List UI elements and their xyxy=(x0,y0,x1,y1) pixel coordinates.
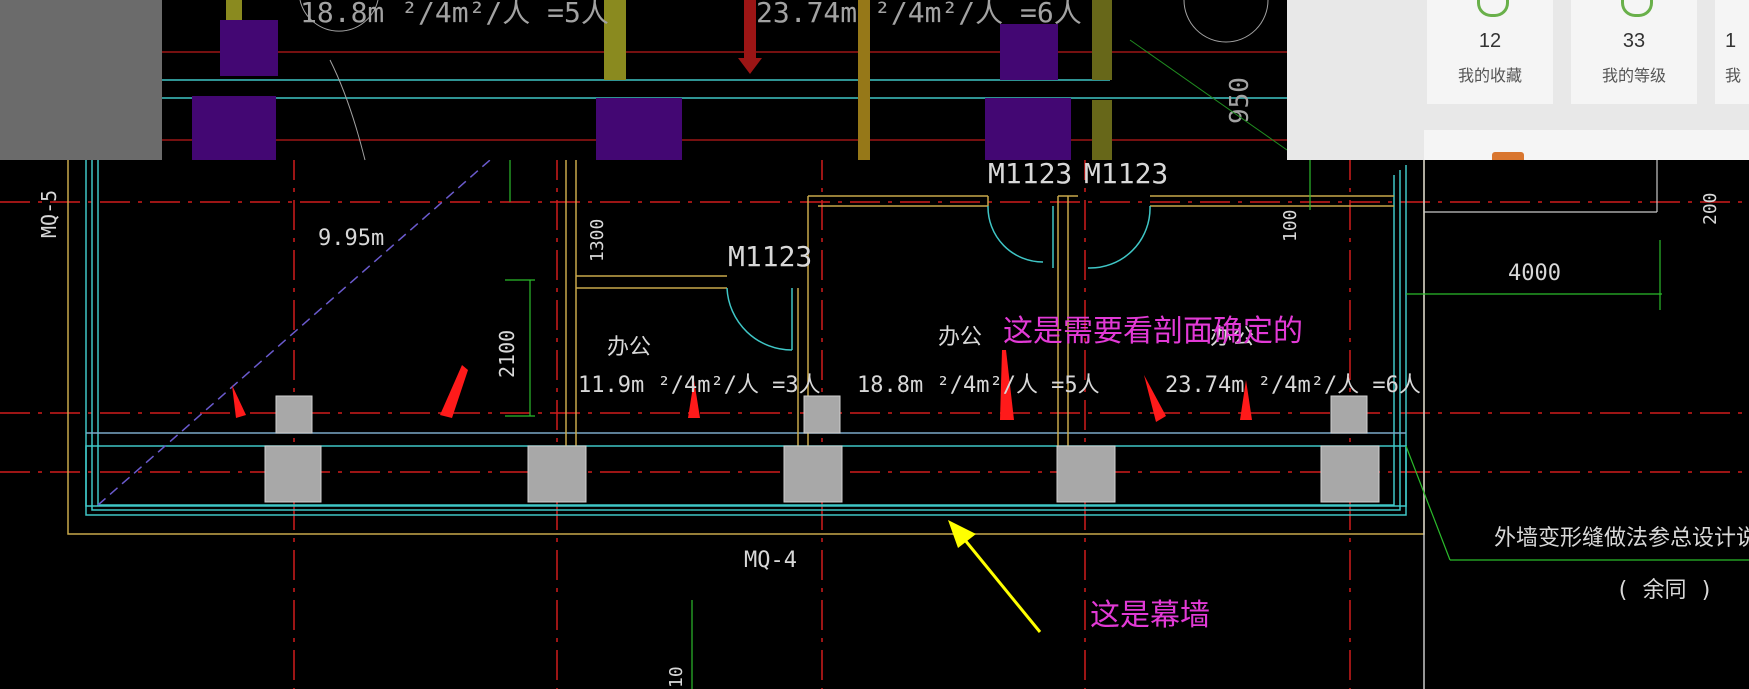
diagonal-dash xyxy=(97,159,491,506)
column-small-2 xyxy=(803,395,841,434)
label-office-b: 办公 xyxy=(938,325,982,350)
doors xyxy=(726,205,1151,351)
door-swing-a xyxy=(726,287,793,351)
label-area-b: 18.8m ²/4m²/人 =5人 xyxy=(857,373,1100,398)
favorites-icon xyxy=(1477,0,1509,17)
purple-block-5 xyxy=(985,98,1071,160)
column-4 xyxy=(1056,445,1116,503)
label-10: 10 xyxy=(666,666,687,688)
column-1 xyxy=(264,445,322,503)
left-overlay xyxy=(0,0,162,160)
purple-block-3 xyxy=(596,98,682,160)
yellow-post-1 xyxy=(226,0,242,20)
column-2 xyxy=(527,445,587,503)
level-card[interactable]: 33 我的等级 xyxy=(1571,0,1697,104)
top-green-diag xyxy=(1129,39,1288,151)
section-annotation: 这是需要看剖面确定的 xyxy=(1003,314,1303,349)
yellow-arrow-head xyxy=(948,520,976,548)
curtain-wall-band xyxy=(85,445,1407,507)
label-200: 200 xyxy=(1700,192,1721,225)
favorites-label: 我的收藏 xyxy=(1457,66,1522,85)
label-office-a: 办公 xyxy=(607,335,651,360)
column-5 xyxy=(1320,445,1380,503)
badge-icon xyxy=(1492,152,1524,160)
top-circle-a xyxy=(299,0,379,32)
favorites-count: 12 xyxy=(1478,30,1502,52)
level-label: 我的等级 xyxy=(1601,66,1666,85)
favorites-card[interactable]: 12 我的收藏 xyxy=(1427,0,1553,104)
third-label: 我 xyxy=(1725,66,1742,85)
column-3 xyxy=(783,445,843,503)
label-995: 9.95m xyxy=(318,226,384,251)
wall-inner xyxy=(97,160,1395,506)
third-card[interactable]: 1 我 xyxy=(1715,0,1749,104)
yellow-post-3 xyxy=(858,0,870,160)
red-arrow-3 xyxy=(688,380,700,418)
label-2100: 2100 xyxy=(495,330,519,378)
column-small-1 xyxy=(275,395,313,434)
yellow-arrow-shaft xyxy=(958,533,1042,633)
top-circle-b xyxy=(1183,0,1269,43)
purple-block-2 xyxy=(192,96,276,160)
purple-block-4 xyxy=(1000,24,1058,80)
label-ext-note: 外墙变形缝做法参总设计说明 xyxy=(1494,526,1749,551)
level-count: 33 xyxy=(1622,30,1646,52)
red-arrow-top xyxy=(744,0,756,60)
label-4000: 4000 xyxy=(1508,261,1561,286)
door-swing-c xyxy=(1087,205,1151,269)
top-area-a: 18.8m ²/4m²/人 =5人 xyxy=(300,0,609,29)
wall-outer xyxy=(85,160,1407,516)
label-door-b: M1123 xyxy=(988,157,1072,190)
red-arrow-2 xyxy=(440,365,468,418)
red-arrow-1 xyxy=(232,385,246,418)
yellow-post-5 xyxy=(1092,100,1112,160)
yellow-post-2 xyxy=(604,0,626,80)
red-arrow-4 xyxy=(1000,350,1014,420)
wall-mid xyxy=(91,160,1401,511)
label-mq5: MQ-5 xyxy=(37,190,61,238)
yellow-post-4 xyxy=(1092,0,1112,80)
leader-line-1 xyxy=(1405,445,1451,561)
dimension-lines xyxy=(505,160,1749,689)
top-dim-950: 950 xyxy=(1225,77,1255,124)
column-small-3 xyxy=(1330,395,1368,434)
label-1300: 1300 xyxy=(587,219,608,262)
red-arrow-top-head xyxy=(738,58,762,74)
top-overlay-drawing: 18.8m ²/4m²/人 =5人 23.74m ²/4m²/人 =6人 950 xyxy=(162,0,1288,161)
curtain-wall-annotation: 这是幕墙 xyxy=(1090,598,1210,633)
third-count: 1 xyxy=(1725,30,1737,52)
label-mq4: MQ-4 xyxy=(744,548,797,573)
label-area-c: 23.74m ²/4m²/人 =6人 xyxy=(1165,373,1421,398)
door-swing-b xyxy=(987,205,1044,263)
red-arrow-6 xyxy=(1240,380,1252,420)
red-arrows xyxy=(232,350,1252,422)
label-ext-note2: ( 余同 ) xyxy=(1616,578,1713,603)
top-curve xyxy=(329,59,366,161)
red-arrow-5 xyxy=(1144,375,1166,422)
drawing-text: MQ-5 9.95m 1300 2100 M1123 M1123 M1123 1… xyxy=(37,157,1749,688)
label-door-c: M1123 xyxy=(1084,157,1168,190)
label-office-c: 办公 xyxy=(1210,325,1254,350)
level-icon xyxy=(1621,0,1653,17)
top-area-b: 23.74m ²/4m²/人 =6人 xyxy=(756,0,1082,29)
label-door-a: M1123 xyxy=(728,240,812,273)
columns xyxy=(264,395,1380,503)
interior-partitions xyxy=(565,160,1394,446)
side-panel-card-2 xyxy=(1424,130,1749,160)
purple-block-1 xyxy=(220,20,278,76)
label-100: 100 xyxy=(1280,209,1301,242)
label-area-a: 11.9m ²/4m²/人 =3人 xyxy=(578,373,821,398)
